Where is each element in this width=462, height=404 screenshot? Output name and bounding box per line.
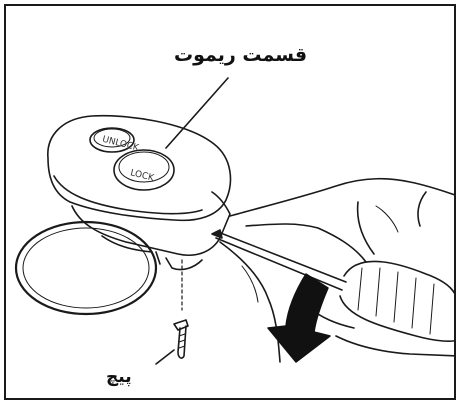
- screw: [174, 320, 188, 358]
- key-ring: [16, 222, 156, 314]
- remote-leader-line: [166, 78, 228, 148]
- lock-button: [114, 150, 174, 190]
- hand: [220, 179, 456, 362]
- remote-section-label: قسمت ریموت: [174, 44, 307, 66]
- screw-label-leader: [156, 350, 174, 364]
- remote-lower-shell: [72, 192, 230, 255]
- screw-label: پیچ: [106, 367, 132, 387]
- rotation-arrow: [268, 274, 330, 362]
- remote-top-shell: [48, 116, 231, 221]
- diagram-frame: UNLOCK LOCK قسمت ریموت پیچ: [4, 4, 456, 400]
- screwdriver: [212, 230, 456, 341]
